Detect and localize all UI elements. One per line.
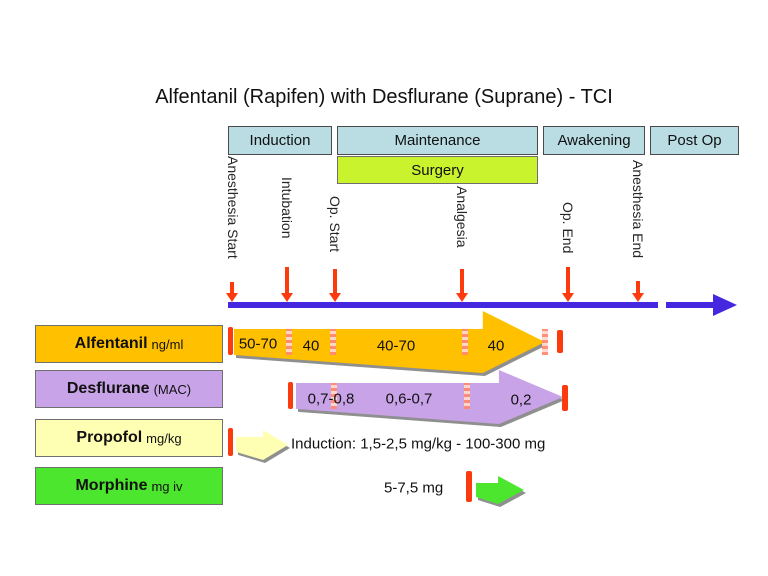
drug-name-alfentanil: Alfentanil [74, 335, 148, 352]
red-tick-marker [466, 471, 472, 502]
phase-label-maintenance: Maintenance [394, 132, 481, 149]
phase-box-induction: Induction [228, 126, 332, 155]
dose-boundary-marker [462, 329, 468, 355]
drug-box-propofol: Propofol mg/kg [35, 419, 223, 457]
propofol-dose-arrow [236, 430, 288, 460]
dose-boundary-marker [286, 329, 292, 355]
morphine-dose-note: 5-7,5 mg [384, 479, 444, 497]
down-arrow-icon [562, 267, 574, 302]
drug-unit-alfentanil: ng/ml [151, 336, 184, 352]
alfentanil-dose-value: 40 [302, 337, 320, 355]
event-label-analgesia: Analgesia [454, 186, 470, 248]
page-title: Alfentanil (Rapifen) with Desflurane (Su… [155, 86, 613, 108]
event-label-op-end: Op. End [560, 202, 576, 254]
phase-label-induction: Induction [249, 132, 311, 149]
dose-boundary-marker [542, 329, 548, 355]
drug-box-alfentanil: Alfentanil ng/ml [35, 325, 223, 363]
phase-box-postop: Post Op [650, 126, 739, 155]
timeline-line-segment [666, 302, 713, 308]
desflurane-dose-value: 0,6-0,7 [385, 390, 433, 408]
alfentanil-dose-value: 40-70 [376, 337, 416, 355]
surgery-box: Surgery [337, 156, 538, 184]
timeline-line [228, 302, 658, 308]
phase-label-awakening: Awakening [557, 132, 631, 149]
alfentanil-dose-arrow [234, 311, 545, 373]
drug-unit-desflurane: (MAC) [153, 381, 192, 397]
event-label-anesthesia-end: Anesthesia End [630, 160, 646, 259]
down-arrow-icon [456, 269, 468, 302]
desflurane-dose-arrow [296, 370, 563, 424]
red-tick-marker [557, 330, 563, 353]
drug-name-morphine: Morphine [75, 477, 148, 494]
phase-label-postop: Post Op [667, 132, 722, 149]
event-label-op-start: Op. Start [327, 196, 343, 253]
right-arrow-icon [713, 294, 737, 316]
drug-box-desflurane: Desflurane (MAC) [35, 370, 223, 408]
phase-box-awakening: Awakening [543, 126, 645, 155]
red-tick-marker [562, 385, 568, 411]
drug-unit-morphine: mg iv [151, 478, 183, 494]
dose-boundary-marker [331, 383, 337, 409]
propofol-dose-note: Induction: 1,5-2,5 mg/kg - 100-300 mg [291, 435, 546, 453]
alfentanil-dose-value: 50-70 [238, 335, 278, 353]
drug-name-propofol: Propofol [76, 429, 143, 446]
down-arrow-icon [329, 269, 341, 302]
desflurane-dose-value: 0,2 [510, 391, 532, 409]
red-tick-marker [228, 428, 233, 456]
drug-unit-propofol: mg/kg [146, 430, 182, 446]
red-tick-marker [288, 382, 293, 409]
morphine-dose-arrow [476, 476, 524, 504]
desflurane-dose-value: 0,7-0,8 [307, 390, 355, 408]
down-arrow-icon [632, 281, 644, 302]
red-tick-marker [228, 327, 233, 355]
down-arrow-icon [226, 282, 238, 302]
event-label-intubation: Intubation [279, 177, 295, 239]
dose-boundary-marker [464, 383, 470, 409]
drug-name-desflurane: Desflurane [66, 380, 150, 397]
surgery-label: Surgery [411, 161, 464, 179]
down-arrow-icon [281, 267, 293, 302]
alfentanil-dose-value: 40 [487, 337, 505, 355]
drug-box-morphine: Morphine mg iv [35, 467, 223, 505]
dose-boundary-marker [330, 329, 336, 355]
event-label-anesthesia-start: Anesthesia Start [225, 156, 241, 259]
phase-box-maintenance: Maintenance [337, 126, 538, 155]
